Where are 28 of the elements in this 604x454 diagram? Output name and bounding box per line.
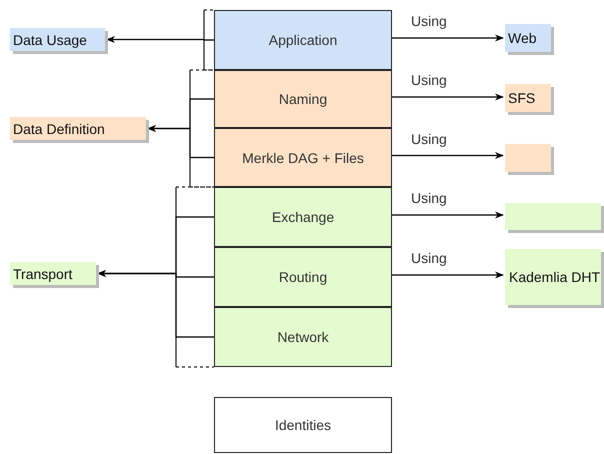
tech-label: SFS xyxy=(505,84,551,112)
tech-label: Web xyxy=(505,24,551,52)
arrow xyxy=(392,93,504,101)
arrow xyxy=(392,34,504,42)
edge-label: Using xyxy=(411,72,447,88)
arrow xyxy=(392,211,504,219)
tech-box xyxy=(505,144,551,172)
edge-label: Using xyxy=(411,190,447,206)
bracket-arrow xyxy=(106,36,214,44)
edge-label: Using xyxy=(411,130,447,146)
category-label: Data Usage xyxy=(10,28,105,51)
bracket-arrow xyxy=(147,124,214,158)
tech-box xyxy=(505,203,601,230)
edge-label: Using xyxy=(411,250,447,266)
arrow xyxy=(392,271,504,279)
layer-box: Naming xyxy=(214,70,392,128)
layer-box: Merkle DAG + Files xyxy=(214,128,392,187)
arrow xyxy=(392,152,504,160)
edge-label: Using xyxy=(411,13,447,29)
layer-box: Exchange xyxy=(214,187,392,247)
category-label: Data Definition xyxy=(10,117,146,140)
layer-box: Identities xyxy=(214,397,392,453)
bracket-arrow xyxy=(97,270,214,338)
layer-box: Network xyxy=(214,307,392,367)
tech-label: Kademlia DHT xyxy=(505,249,601,305)
layer-box: Application xyxy=(214,10,392,70)
layer-box: Routing xyxy=(214,247,392,307)
category-label: Transport xyxy=(10,262,96,285)
